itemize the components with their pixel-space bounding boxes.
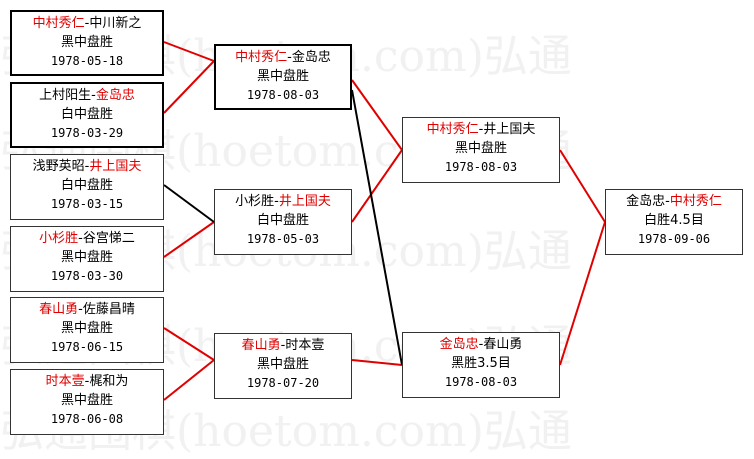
match-result: 白胜4.5目 [644,213,704,228]
match-date: 1978-03-30 [50,269,124,283]
match-players: 春山勇-时本壹 [215,336,351,355]
match-date: 1978-06-15 [50,340,124,354]
separator: - [274,194,279,209]
match-date: 1978-03-15 [50,197,124,211]
match-date: 1978-06-08 [50,412,124,426]
match-date: 1978-03-29 [50,126,124,140]
match-players: 小杉胜-谷宫悌二 [11,229,163,248]
separator: - [287,50,292,65]
player-right: 金岛忠 [95,88,135,103]
player-left: 小杉胜 [235,194,275,209]
separator: - [84,16,90,31]
match-result: 黑中盘胜 [60,393,113,408]
connector-r1a [163,41,215,62]
match-result: 白中盘胜 [256,213,309,228]
player-right: 梶和为 [89,374,129,389]
connector-r1e [163,327,215,361]
match-result: 黑中盘胜 [256,69,309,84]
separator: - [78,302,83,317]
player-left: 金岛忠 [626,194,666,209]
match-box-r2a: 中村秀仁-金岛忠 黑中盘胜 1978-08-03 [214,44,352,110]
connector-r1d [163,221,215,258]
match-players: 浅野英昭-井上国夫 [11,157,163,176]
player-left: 上村阳生 [39,88,92,103]
match-result: 白中盘胜 [60,178,113,193]
player-left: 中村秀仁 [32,16,85,31]
match-date: 1978-08-03 [246,88,320,102]
match-date: 1978-08-03 [444,375,518,389]
match-box-r2b: 小杉胜-井上国夫 白中盘胜 1978-05-03 [214,189,352,255]
player-right: 佐藤昌晴 [82,302,135,317]
player-left: 春山勇 [39,302,79,317]
match-box-final: 金岛忠-中村秀仁 白胜4.5目 1978-09-06 [605,189,743,255]
match-box-r1a: 中村秀仁-中川新之 黑中盘胜 1978-05-18 [10,10,164,76]
player-left: 金岛忠 [439,337,479,352]
connector-r2b [351,149,403,223]
player-left: 时本壹 [45,374,85,389]
match-box-r1b: 上村阳生-金岛忠 白中盘胜 1978-03-29 [10,82,164,148]
match-box-r1f: 时本壹-梶和为 黑中盘胜 1978-06-08 [10,369,164,435]
player-right: 时本壹 [285,338,325,353]
player-right: 春山勇 [483,337,523,352]
match-date: 1978-05-18 [50,54,124,68]
player-left: 小杉胜 [39,231,79,246]
match-result: 黑中盘胜 [60,321,113,336]
match-result: 白中盘胜 [60,107,113,122]
player-right: 金岛忠 [291,50,331,65]
connector-r1c [163,184,215,223]
match-players: 金岛忠-春山勇 [403,335,559,354]
connector-r3a [559,149,606,223]
match-date: 1978-07-20 [246,376,320,390]
player-left: 浅野英昭 [32,159,85,174]
player-left: 中村秀仁 [426,122,479,137]
separator: - [478,122,484,137]
separator: - [478,337,484,352]
match-date: 1978-05-03 [246,232,320,246]
connector-r1b [163,60,215,114]
match-players: 上村阳生-金岛忠 [12,86,162,105]
connector-r1f [163,359,215,401]
separator: - [280,338,286,353]
separator: - [78,231,83,246]
bracket-lines [163,41,606,401]
match-players: 时本壹-梶和为 [11,372,163,391]
player-right: 谷宫悌二 [82,231,135,246]
player-right: 井上国夫 [89,159,142,174]
separator: - [84,159,90,174]
player-right: 中川新之 [89,16,142,31]
connector-r2a [351,79,403,151]
match-date: 1978-08-03 [444,160,518,174]
connector-r2a-lower [351,89,403,366]
match-result: 黑中盘胜 [454,141,507,156]
match-players: 春山勇-佐藤昌晴 [11,300,163,319]
match-box-r1c: 浅野英昭-井上国夫 白中盘胜 1978-03-15 [10,154,164,220]
player-right: 井上国夫 [483,122,536,137]
connector-r3b [559,221,606,366]
match-box-r1e: 春山勇-佐藤昌晴 黑中盘胜 1978-06-15 [10,297,164,363]
match-players: 中村秀仁-井上国夫 [403,120,559,139]
match-players: 中村秀仁-金岛忠 [216,48,350,67]
match-box-r3a: 中村秀仁-井上国夫 黑中盘胜 1978-08-03 [402,117,560,183]
match-box-r1d: 小杉胜-谷宫悌二 黑中盘胜 1978-03-30 [10,226,164,292]
separator: - [84,374,90,389]
player-right: 井上国夫 [278,194,331,209]
match-players: 中村秀仁-中川新之 [12,14,162,33]
match-result: 黑中盘胜 [256,357,309,372]
match-result: 黑中盘胜 [60,250,113,265]
player-left: 中村秀仁 [235,50,288,65]
separator: - [91,88,96,103]
match-result: 黑中盘胜 [60,35,113,50]
match-box-r2c: 春山勇-时本壹 黑中盘胜 1978-07-20 [214,333,352,399]
connector-r2c [351,359,403,366]
player-left: 春山勇 [241,338,281,353]
match-players: 小杉胜-井上国夫 [215,192,351,211]
match-players: 金岛忠-中村秀仁 [606,192,742,211]
separator: - [665,194,670,209]
match-date: 1978-09-06 [637,232,711,246]
player-right: 中村秀仁 [669,194,722,209]
match-box-r3b: 金岛忠-春山勇 黑胜3.5目 1978-08-03 [402,332,560,398]
match-result: 黑胜3.5目 [451,356,511,371]
